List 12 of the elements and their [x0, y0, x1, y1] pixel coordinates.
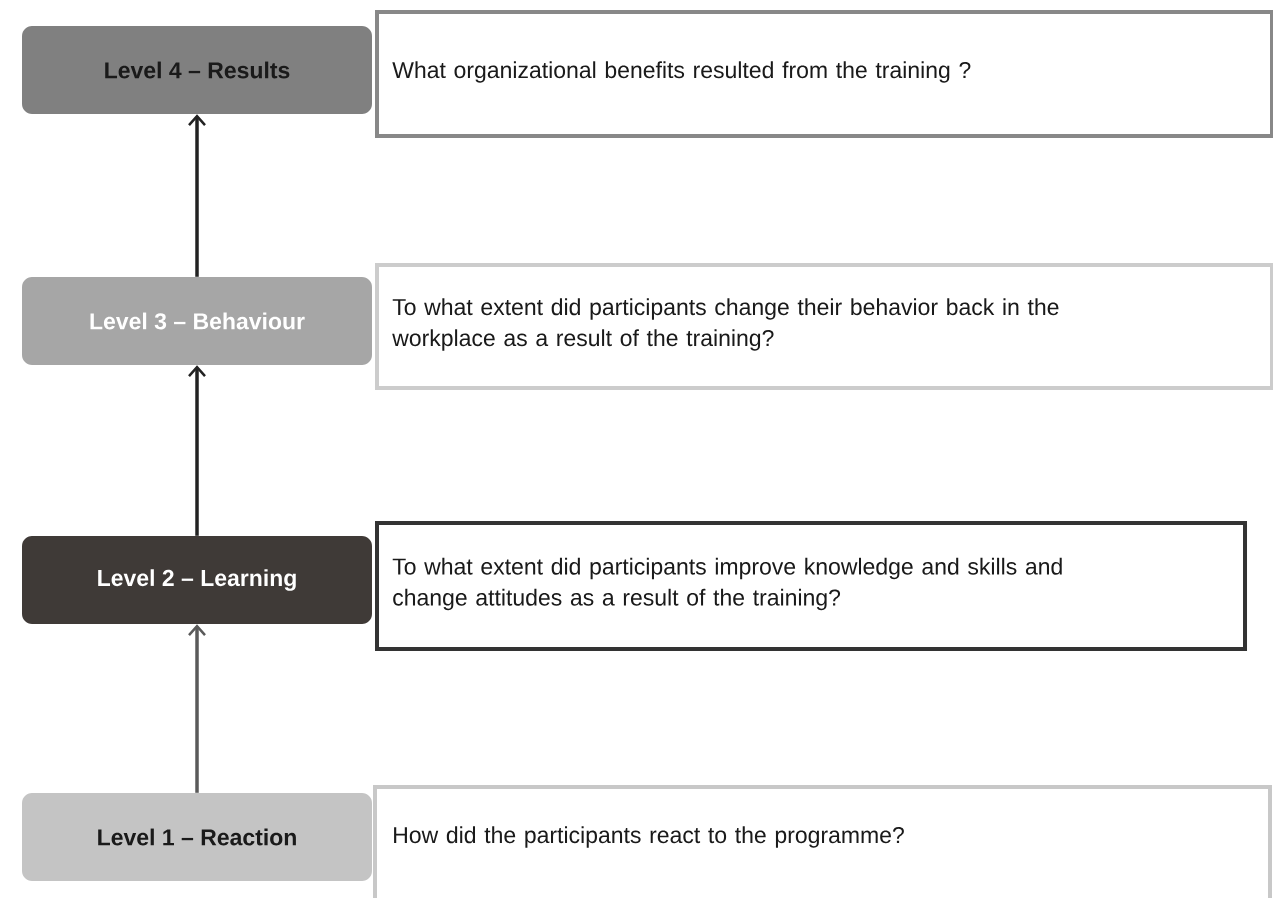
question-box: To what extent did participants improve knowledge and skills and change attitudes as a result of the training? — [375, 521, 1247, 651]
level-box: Level 2 – Learning — [22, 536, 372, 624]
question-box: What organizational benefits resulted from the training ? — [375, 10, 1273, 138]
level-box: Level 1 – Reaction — [22, 793, 372, 881]
level-box: Level 3 – Behaviour — [22, 277, 372, 365]
question-box: How did the participants react to the programme? — [373, 785, 1272, 898]
arrow — [188, 365, 206, 536]
node-label: Level 1 – Reaction — [98, 828, 296, 846]
arrow — [188, 114, 206, 277]
arrow — [188, 624, 206, 793]
question-box: To what extent did participants change their behavior back in the workplace as a result of the training? — [375, 263, 1273, 390]
level-box: Level 4 – Results — [22, 26, 372, 114]
